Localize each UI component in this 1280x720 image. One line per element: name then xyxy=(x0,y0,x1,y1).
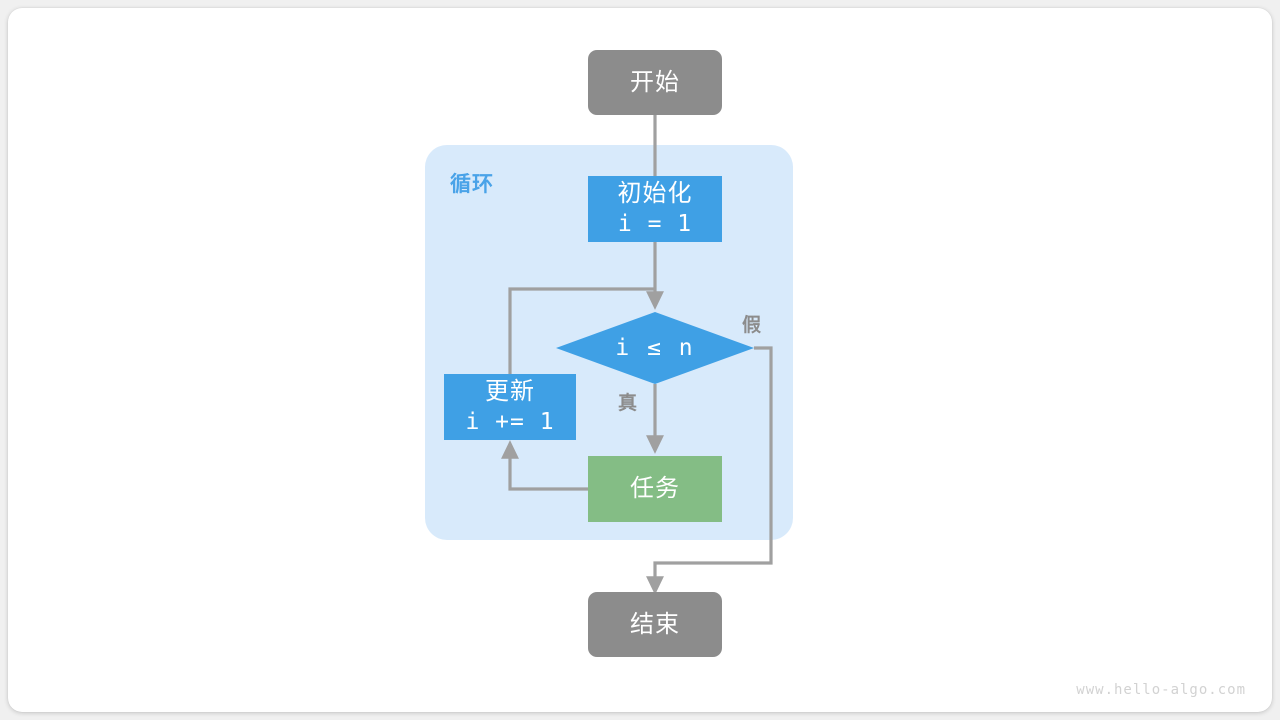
node-update-label-line1: 更新 xyxy=(485,378,535,405)
node-init-label-line1: 初始化 xyxy=(617,180,693,207)
node-end-label: 结束 xyxy=(630,610,680,638)
node-task-label: 任务 xyxy=(630,475,680,502)
node-end[interactable]: 结束 xyxy=(588,592,722,657)
node-update[interactable]: 更新 i += 1 xyxy=(444,374,576,440)
node-init[interactable]: 初始化 i = 1 xyxy=(588,176,722,242)
edge-label-false: 假 xyxy=(742,315,763,336)
node-start[interactable]: 开始 xyxy=(588,50,722,115)
edge-label-true: 真 xyxy=(618,393,639,414)
watermark: www.hello-algo.com xyxy=(1076,682,1246,698)
loop-container-label: 循环 xyxy=(450,173,494,196)
node-init-label-line2: i = 1 xyxy=(617,211,693,237)
node-condition[interactable]: i ≤ n xyxy=(556,312,754,384)
node-start-label: 开始 xyxy=(630,68,680,96)
node-condition-label: i ≤ n xyxy=(615,335,695,361)
node-task[interactable]: 任务 xyxy=(588,456,722,522)
node-update-label-line2: i += 1 xyxy=(465,409,555,435)
